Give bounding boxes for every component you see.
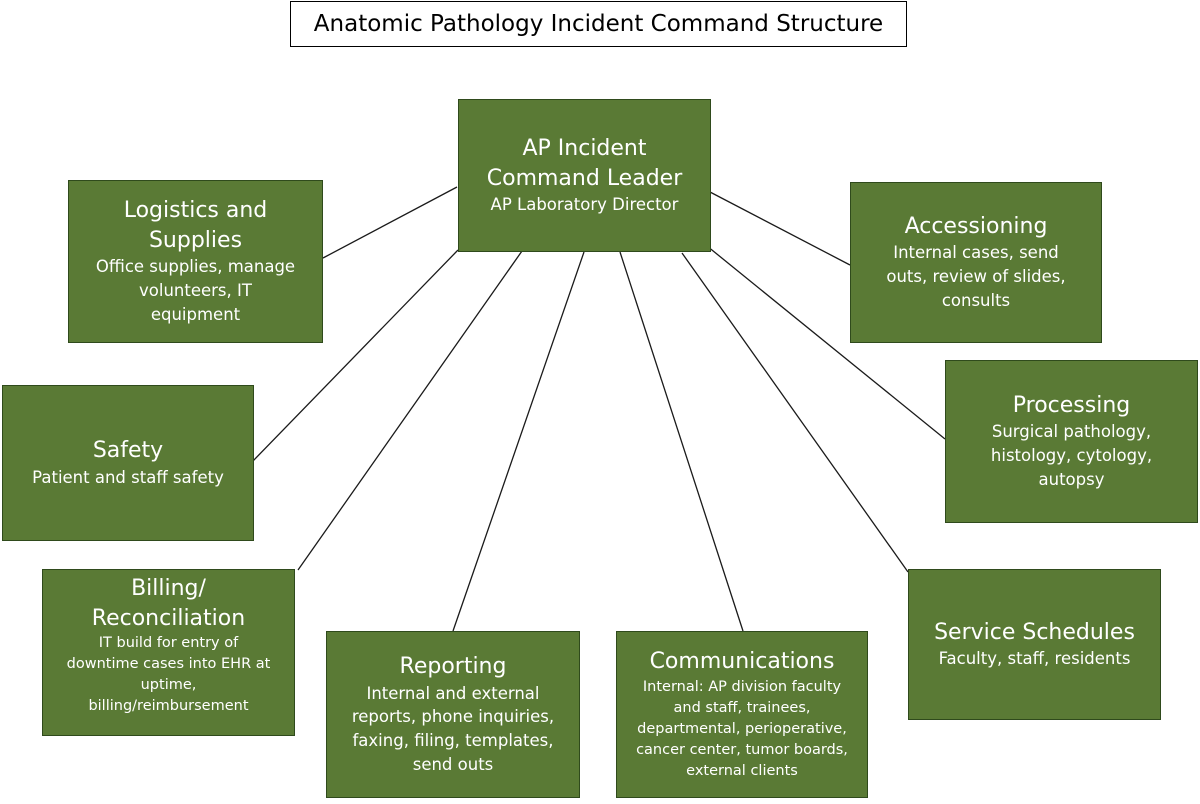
connector-billing bbox=[297, 250, 523, 571]
communications-heading: Communications bbox=[649, 649, 835, 675]
diagram-title-text: Anatomic Pathology Incident Command Stru… bbox=[313, 11, 884, 37]
logistics-detail-3: equipment bbox=[150, 305, 241, 325]
billing-detail-1: IT build for entry of bbox=[98, 635, 239, 652]
service-schedules-detail-1: Faculty, staff, residents bbox=[938, 649, 1131, 669]
logistics-heading-line1: Logistics and bbox=[123, 197, 268, 223]
reporting-detail-2: reports, phone inquiries, bbox=[351, 707, 555, 727]
billing-heading-line1: Billing/ bbox=[131, 576, 206, 601]
node-accessioning: Accessioning Internal cases, send outs, … bbox=[850, 182, 1102, 343]
billing-heading-line2: Reconciliation bbox=[91, 605, 246, 631]
connector-service-schedules bbox=[681, 252, 909, 573]
billing-detail-2: downtime cases into EHR at bbox=[66, 656, 271, 673]
accessioning-detail-2: outs, review of slides, bbox=[886, 267, 1066, 287]
diagram-title: Anatomic Pathology Incident Command Stru… bbox=[290, 1, 907, 47]
connector-reporting bbox=[452, 251, 585, 632]
communications-detail-1: Internal: AP division faculty bbox=[642, 678, 842, 695]
processing-heading: Processing bbox=[1012, 392, 1131, 418]
node-communications: Communications Internal: AP division fac… bbox=[616, 631, 868, 798]
connector-communications bbox=[619, 251, 744, 632]
reporting-detail-1: Internal and external bbox=[366, 683, 540, 703]
communications-detail-2: and staff, trainees, bbox=[673, 699, 811, 716]
leader-heading-line2: Command Leader bbox=[486, 165, 683, 191]
node-ap-incident-command-leader: AP Incident Command Leader AP Laboratory… bbox=[458, 99, 711, 252]
billing-detail-3: uptime, bbox=[140, 677, 197, 694]
safety-heading: Safety bbox=[92, 438, 164, 464]
leader-detail: AP Laboratory Director bbox=[490, 195, 679, 215]
service-schedules-heading: Service Schedules bbox=[934, 619, 1135, 645]
accessioning-detail-1: Internal cases, send bbox=[893, 243, 1059, 263]
billing-detail-4: billing/reimbursement bbox=[88, 698, 249, 715]
accessioning-heading: Accessioning bbox=[904, 213, 1048, 239]
accessioning-detail-3: consults bbox=[941, 291, 1011, 311]
node-logistics-and-supplies: Logistics and Supplies Office supplies, … bbox=[68, 180, 323, 343]
connector-logistics bbox=[322, 186, 458, 259]
connector-safety bbox=[252, 249, 459, 462]
processing-detail-1: Surgical pathology, bbox=[991, 422, 1152, 442]
communications-detail-5: external clients bbox=[686, 762, 798, 779]
processing-detail-2: histology, cytology, bbox=[990, 446, 1153, 466]
reporting-heading: Reporting bbox=[399, 653, 507, 679]
reporting-detail-4: send outs bbox=[412, 755, 494, 775]
communications-detail-3: departmental, perioperative, bbox=[637, 720, 847, 737]
node-billing-reconciliation: Billing/ Reconciliation IT build for ent… bbox=[42, 569, 295, 736]
logistics-heading-line2: Supplies bbox=[148, 227, 243, 253]
leader-heading-line1: AP Incident bbox=[522, 135, 647, 161]
processing-detail-3: autopsy bbox=[1038, 470, 1105, 490]
reporting-detail-3: faxing, filing, templates, bbox=[352, 731, 554, 751]
communications-detail-4: cancer center, tumor boards, bbox=[636, 741, 848, 758]
connector-accessioning bbox=[709, 191, 851, 266]
logistics-detail-1: Office supplies, manage bbox=[95, 257, 296, 277]
node-processing: Processing Surgical pathology, histology… bbox=[945, 360, 1198, 523]
node-reporting: Reporting Internal and external reports,… bbox=[326, 631, 580, 798]
node-safety: Safety Patient and staff safety bbox=[2, 385, 254, 541]
node-service-schedules: Service Schedules Faculty, staff, reside… bbox=[908, 569, 1161, 720]
logistics-detail-2: volunteers, IT bbox=[139, 281, 252, 301]
safety-detail-1: Patient and staff safety bbox=[32, 467, 224, 487]
connector-processing bbox=[706, 245, 946, 440]
